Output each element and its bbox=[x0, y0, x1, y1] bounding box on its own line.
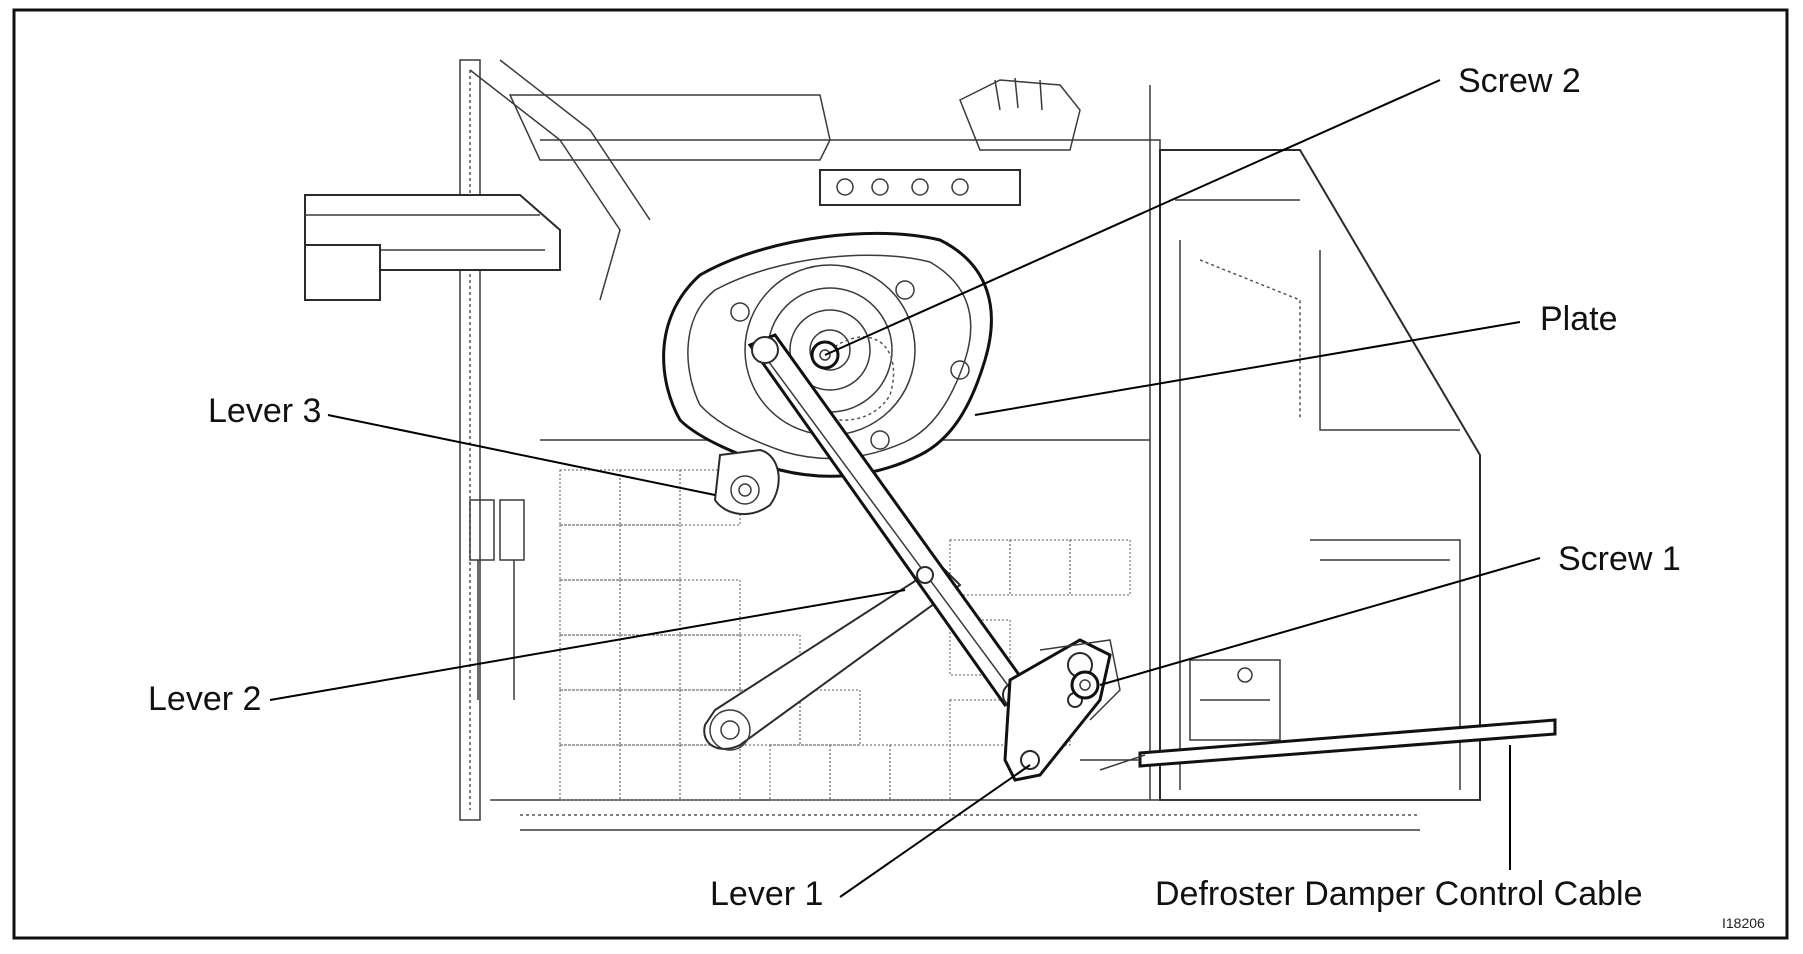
leader-lever-1 bbox=[839, 764, 1031, 898]
figure-code: I18206 bbox=[1722, 915, 1765, 931]
leader-screw-1 bbox=[1099, 557, 1541, 686]
leader-lines bbox=[269, 79, 1541, 898]
leader-plate bbox=[974, 321, 1521, 416]
leader-lever-3 bbox=[327, 414, 716, 496]
screw-1 bbox=[1070, 670, 1100, 700]
defroster-cable bbox=[1080, 718, 1557, 771]
label-screw-1: Screw 1 bbox=[1558, 540, 1681, 578]
heater-housing bbox=[304, 59, 1481, 831]
lever-3 bbox=[713, 448, 780, 516]
label-screw-2: Screw 2 bbox=[1458, 62, 1581, 100]
leader-lever-2 bbox=[269, 589, 906, 701]
label-lever-3: Lever 3 bbox=[208, 392, 321, 430]
label-lever-2: Lever 2 bbox=[148, 680, 261, 718]
lever-1 bbox=[1003, 638, 1121, 782]
label-lever-1: Lever 1 bbox=[710, 875, 823, 913]
lever-2 bbox=[703, 563, 962, 751]
diagram-frame bbox=[12, 8, 1789, 940]
label-defroster-cable: Defroster Damper Control Cable bbox=[1155, 875, 1643, 913]
label-plate: Plate bbox=[1540, 300, 1618, 338]
leader-screw-2 bbox=[824, 79, 1441, 356]
